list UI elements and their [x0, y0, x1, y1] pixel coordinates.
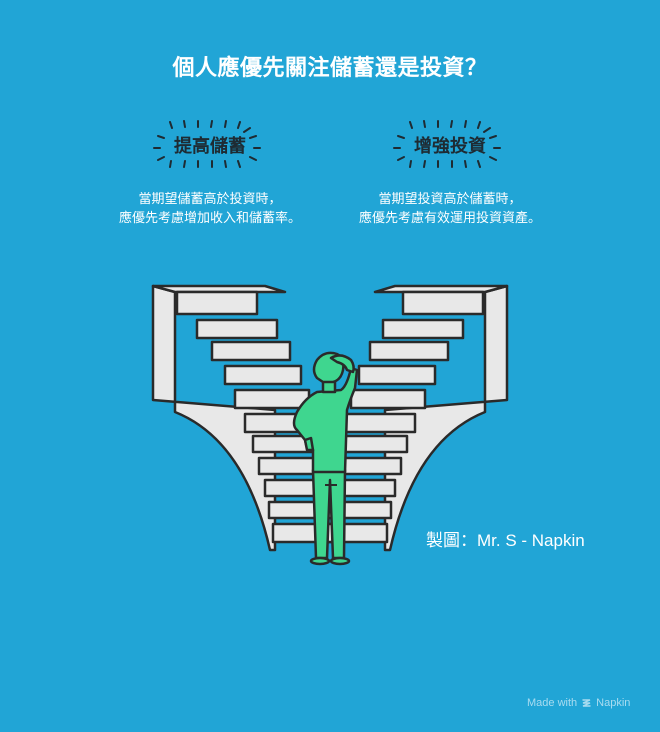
- page-title: 個人應優先關注儲蓄還是投資？: [172, 56, 488, 81]
- option-save-more: 提高儲蓄: [140, 120, 280, 168]
- staircase-crossroads-icon: [151, 284, 509, 566]
- burst-lines-icon: [153, 120, 261, 168]
- burst-lines-icon: [393, 120, 501, 168]
- description-line: 當期望儲蓄高於投資時，: [138, 192, 282, 207]
- watermark-brand: Napkin: [596, 697, 631, 709]
- staircase-illustration: [145, 280, 515, 574]
- option-save-description: 當期望儲蓄高於投資時， 應優先考慮增加收入和儲蓄率。: [80, 190, 340, 228]
- option-invest-more: 增強投資: [380, 120, 520, 168]
- description-line: 應優先考慮有效運用投資資產。: [358, 211, 541, 226]
- option-label: 提高儲蓄: [174, 136, 246, 157]
- option-invest-description: 當期望投資高於儲蓄時， 應優先考慮有效運用投資資產。: [320, 190, 580, 228]
- person-figure: [292, 351, 359, 566]
- description-line: 應優先考慮增加收入和儲蓄率。: [118, 211, 301, 226]
- made-with-napkin[interactable]: Made with Napkin: [527, 697, 630, 709]
- watermark-prefix: Made with: [527, 697, 578, 709]
- napkin-logo-icon: [582, 698, 591, 707]
- credit-text: 製圖：Mr. S - Napkin: [426, 531, 585, 550]
- option-label: 增強投資: [414, 136, 486, 157]
- description-line: 當期望投資高於儲蓄時，: [378, 192, 522, 207]
